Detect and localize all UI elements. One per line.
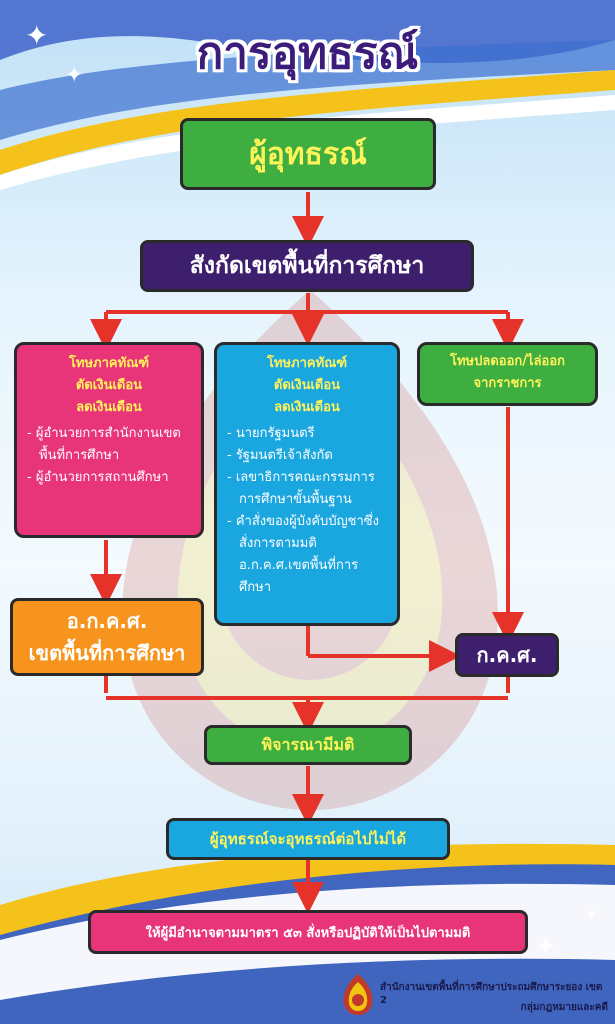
svg-text:✦: ✦ bbox=[585, 905, 598, 924]
right-header-1: จากราชการ bbox=[473, 376, 542, 391]
affiliation-label: สังกัดเขตพื้นที่การศึกษา bbox=[189, 253, 425, 279]
right-penalty-box: โทษปลดออก/ไล่ออก จากราชการ bbox=[417, 342, 598, 406]
svg-text:✦: ✦ bbox=[65, 63, 83, 88]
center-header-0: โทษภาคทัณฑ์ bbox=[266, 356, 348, 371]
footer-group: กลุ่มกฎหมายและคดี bbox=[520, 1002, 608, 1013]
center-item: นายกรัฐมนตรี bbox=[227, 423, 387, 445]
sparkle-icon: ✦ bbox=[25, 19, 48, 52]
center-penalty-box: โทษภาคทัณฑ์ ตัดเงินเดือน ลดเงินเดือน นาย… bbox=[214, 342, 400, 626]
svg-text:✦: ✦ bbox=[535, 932, 557, 962]
office-logo-icon bbox=[343, 974, 373, 1015]
final-appeal-label: ผู้อุทธรณ์จะอุทธรณ์ต่อไปไม่ได้ bbox=[209, 830, 407, 848]
center-header-2: ลดเงินเดือน bbox=[274, 400, 340, 415]
center-header-1: ตัดเงินเดือน bbox=[273, 378, 341, 393]
akks-line-0: อ.ก.ค.ศ. bbox=[66, 609, 148, 633]
center-item: รัฐมนตรีเจ้าสังกัด bbox=[227, 445, 387, 467]
left-header-0: โทษภาคทัณฑ์ bbox=[68, 356, 150, 371]
left-item: ผู้อำนวยการสถานศึกษา bbox=[27, 467, 191, 489]
order-label: ให้ผู้มีอำนาจตามมาตรา ๕๓ สั่งหรือปฏิบัติ… bbox=[145, 925, 471, 941]
consider-label: พิจารณามีมติ bbox=[261, 734, 355, 754]
kks-label: ก.ค.ศ. bbox=[476, 643, 538, 667]
final-appeal-box: ผู้อุทธรณ์จะอุทธรณ์ต่อไปไม่ได้ bbox=[166, 818, 450, 860]
center-item: เลขาธิการคณะกรรมการการศึกษาขั้นพื้นฐาน bbox=[227, 467, 387, 511]
kks-box: ก.ค.ศ. bbox=[455, 633, 559, 677]
appellant-label: ผู้อุทธรณ์ bbox=[249, 136, 367, 172]
akks-line-1: เขตพื้นที่การศึกษา bbox=[28, 641, 186, 665]
appellant-box: ผู้อุทธรณ์ bbox=[180, 118, 436, 190]
left-penalty-box: โทษภาคทัณฑ์ ตัดเงินเดือน ลดเงินเดือน ผู้… bbox=[14, 342, 204, 538]
order-box: ให้ผู้มีอำนาจตามมาตรา ๕๓ สั่งหรือปฏิบัติ… bbox=[88, 910, 528, 954]
page-title: การอุทธรณ์ bbox=[196, 28, 419, 79]
consider-box: พิจารณามีมติ bbox=[204, 725, 412, 765]
footer-office: สำนักงานเขตพื้นที่การศึกษาประถมศึกษาระยอ… bbox=[380, 982, 603, 1006]
affiliation-box: สังกัดเขตพื้นที่การศึกษา bbox=[140, 240, 474, 292]
left-header-1: ตัดเงินเดือน bbox=[75, 378, 143, 393]
left-item: ผู้อำนวยการสำนักงานเขตพื้นที่การศึกษา bbox=[27, 423, 191, 467]
left-header-2: ลดเงินเดือน bbox=[76, 400, 142, 415]
akks-box: อ.ก.ค.ศ. เขตพื้นที่การศึกษา bbox=[10, 598, 204, 676]
right-header-0: โทษปลดออก/ไล่ออก bbox=[449, 354, 565, 369]
center-item: คำสั่งของผู้บังคับบัญชาซึ่งสั่งการตามมติ… bbox=[227, 511, 387, 599]
